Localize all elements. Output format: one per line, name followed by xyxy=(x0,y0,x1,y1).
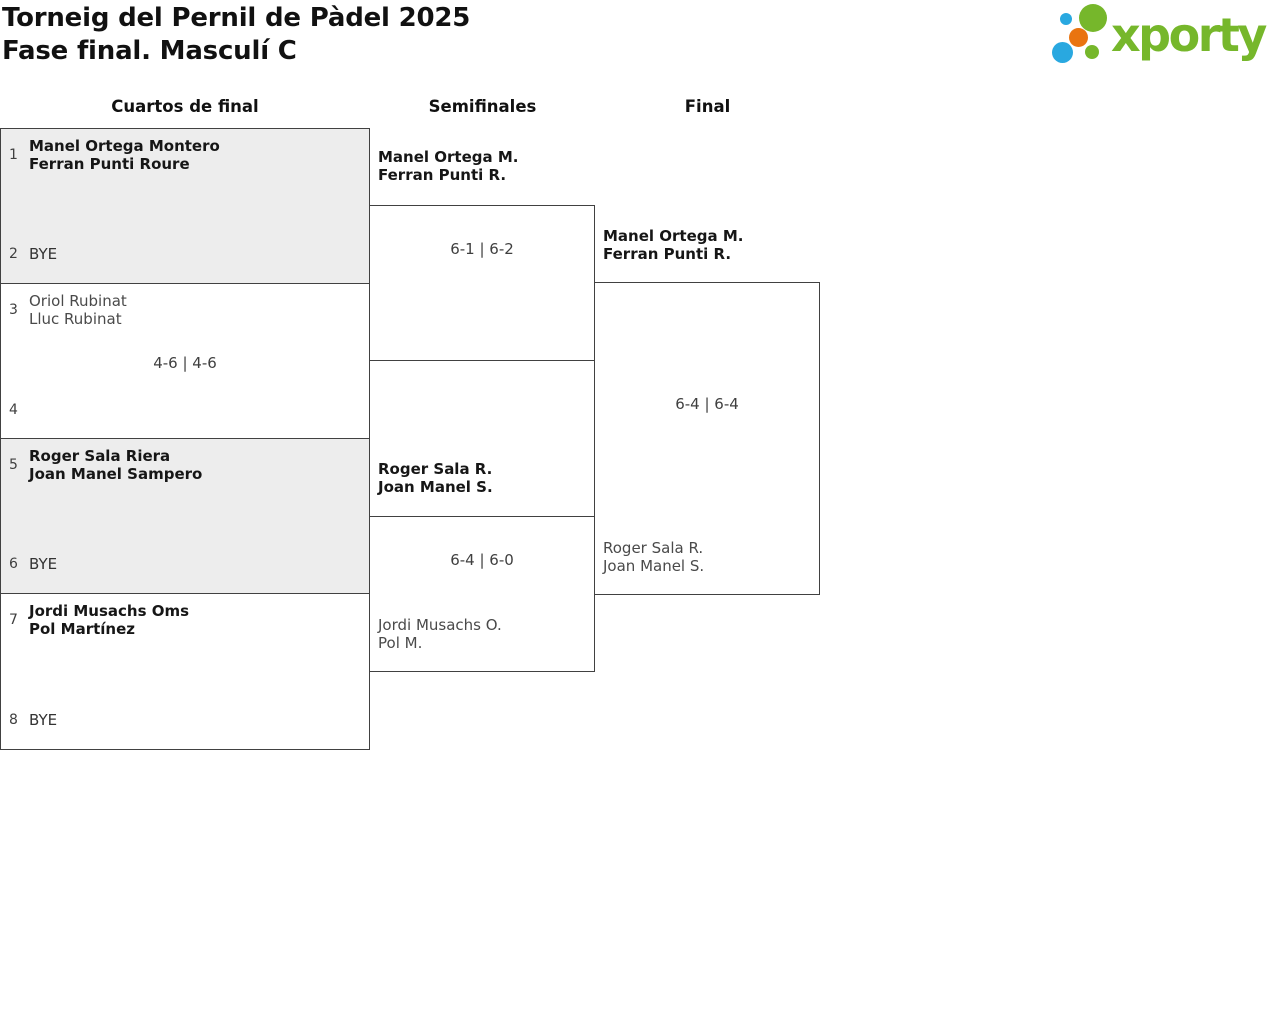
player-name: Roger Sala R. xyxy=(603,539,704,557)
player-name: Manel Ortega M. xyxy=(378,148,519,166)
seed-number: 2 xyxy=(9,246,18,262)
logo-dot-blue-large-icon xyxy=(1052,42,1073,63)
player-name: Joan Manel S. xyxy=(378,478,493,496)
player-name: Roger Sala R. xyxy=(378,460,493,478)
participant-top: 3 Oriol Rubinat Lluc Rubinat xyxy=(9,292,127,328)
seed-number: 6 xyxy=(9,556,18,572)
final-top-participant: Manel Ortega M. Ferran Punti R. xyxy=(603,227,743,263)
player-name: Joan Manel S. xyxy=(603,557,705,575)
player-name: Lluc Rubinat xyxy=(29,310,122,328)
player-name: Manel Ortega M. xyxy=(603,227,744,245)
player-name: Pol M. xyxy=(378,634,423,652)
participant-names: Roger Sala Riera Joan Manel Sampero xyxy=(29,447,202,483)
match-quarterfinal-4[interactable]: 7 Jordi Musachs Oms Pol Martínez 8 BYE xyxy=(0,593,370,750)
participant-names: Oriol Rubinat Lluc Rubinat xyxy=(29,292,127,328)
player-name: Ferran Punti Roure xyxy=(29,155,190,173)
match-score: 4-6 | 4-6 xyxy=(153,354,217,372)
match-score: 6-4 | 6-0 xyxy=(450,551,514,569)
seed-number: 8 xyxy=(9,712,18,728)
round-header-cuartos-de-final: Cuartos de final xyxy=(111,97,259,116)
semifinal-2-top-participant: Roger Sala R. Joan Manel S. xyxy=(378,460,493,496)
match-quarterfinal-3[interactable]: 5 Roger Sala Riera Joan Manel Sampero 6 … xyxy=(0,438,370,594)
participant-top: 5 Roger Sala Riera Joan Manel Sampero xyxy=(9,447,202,483)
participant-bottom: 2 BYE xyxy=(9,245,57,263)
participant-top: 1 Manel Ortega Montero Ferran Punti Rour… xyxy=(9,137,220,173)
participant-names: Manel Ortega Montero Ferran Punti Roure xyxy=(29,137,220,173)
bye-label: BYE xyxy=(29,245,58,263)
seed-number: 1 xyxy=(9,147,18,163)
page-title: Torneig del Pernil de Pàdel 2025 Fase fi… xyxy=(2,2,470,68)
participant-names: Jordi Musachs Oms Pol Martínez xyxy=(29,602,189,638)
round-header-final: Final xyxy=(684,97,731,116)
logo-dot-green-small-icon xyxy=(1085,45,1099,59)
round-header-semifinales: Semifinales xyxy=(428,97,537,116)
logo-dot-blue-small-icon xyxy=(1060,13,1072,25)
player-name: Manel Ortega Montero xyxy=(29,137,220,155)
match-final[interactable]: 6-4 | 6-4 Roger Sala R. Joan Manel S. xyxy=(594,282,820,595)
logo-wordmark: xporty xyxy=(1111,8,1267,62)
match-quarterfinal-1[interactable]: 1 Manel Ortega Montero Ferran Punti Rour… xyxy=(0,128,370,284)
logo-dot-orange-icon xyxy=(1069,28,1088,47)
participant-top: 7 Jordi Musachs Oms Pol Martínez xyxy=(9,602,189,638)
xporty-logo[interactable]: xporty xyxy=(1045,0,1280,78)
player-name: Ferran Punti R. xyxy=(378,166,507,184)
player-name: Oriol Rubinat xyxy=(29,292,127,310)
player-name: Ferran Punti R. xyxy=(603,245,732,263)
player-name: Jordi Musachs O. xyxy=(378,616,502,634)
participant-bottom: Jordi Musachs O. Pol M. xyxy=(378,616,502,652)
logo-dot-green-large-icon xyxy=(1079,4,1107,32)
match-semifinal-2[interactable]: 6-4 | 6-0 Jordi Musachs O. Pol M. xyxy=(369,516,595,672)
participant-bottom: Roger Sala R. Joan Manel S. xyxy=(603,539,704,575)
bye-label: BYE xyxy=(29,555,58,573)
bye-label: BYE xyxy=(29,711,58,729)
semifinal-1-top-participant: Manel Ortega M. Ferran Punti R. xyxy=(378,148,518,184)
player-name: Jordi Musachs Oms xyxy=(29,602,190,620)
participant-bottom: 8 BYE xyxy=(9,711,57,729)
participant-bottom: 6 BYE xyxy=(9,555,57,573)
seed-number: 3 xyxy=(9,302,18,318)
seed-number: 4 xyxy=(9,402,18,418)
phase-name: Fase final. Masculí C xyxy=(2,36,297,66)
match-score: 6-1 | 6-2 xyxy=(450,240,514,258)
match-quarterfinal-2[interactable]: 3 Oriol Rubinat Lluc Rubinat 4-6 | 4-6 4 xyxy=(0,283,370,439)
player-name: Pol Martínez xyxy=(29,620,136,638)
seed-number: 7 xyxy=(9,612,18,628)
seed-number: 5 xyxy=(9,457,18,473)
match-score: 6-4 | 6-4 xyxy=(675,395,739,413)
tournament-name: Torneig del Pernil de Pàdel 2025 xyxy=(2,3,471,33)
participant-bottom: 4 xyxy=(9,402,29,418)
player-name: Joan Manel Sampero xyxy=(29,465,203,483)
match-semifinal-1[interactable]: 6-1 | 6-2 xyxy=(369,205,595,361)
player-name: Roger Sala Riera xyxy=(29,447,171,465)
